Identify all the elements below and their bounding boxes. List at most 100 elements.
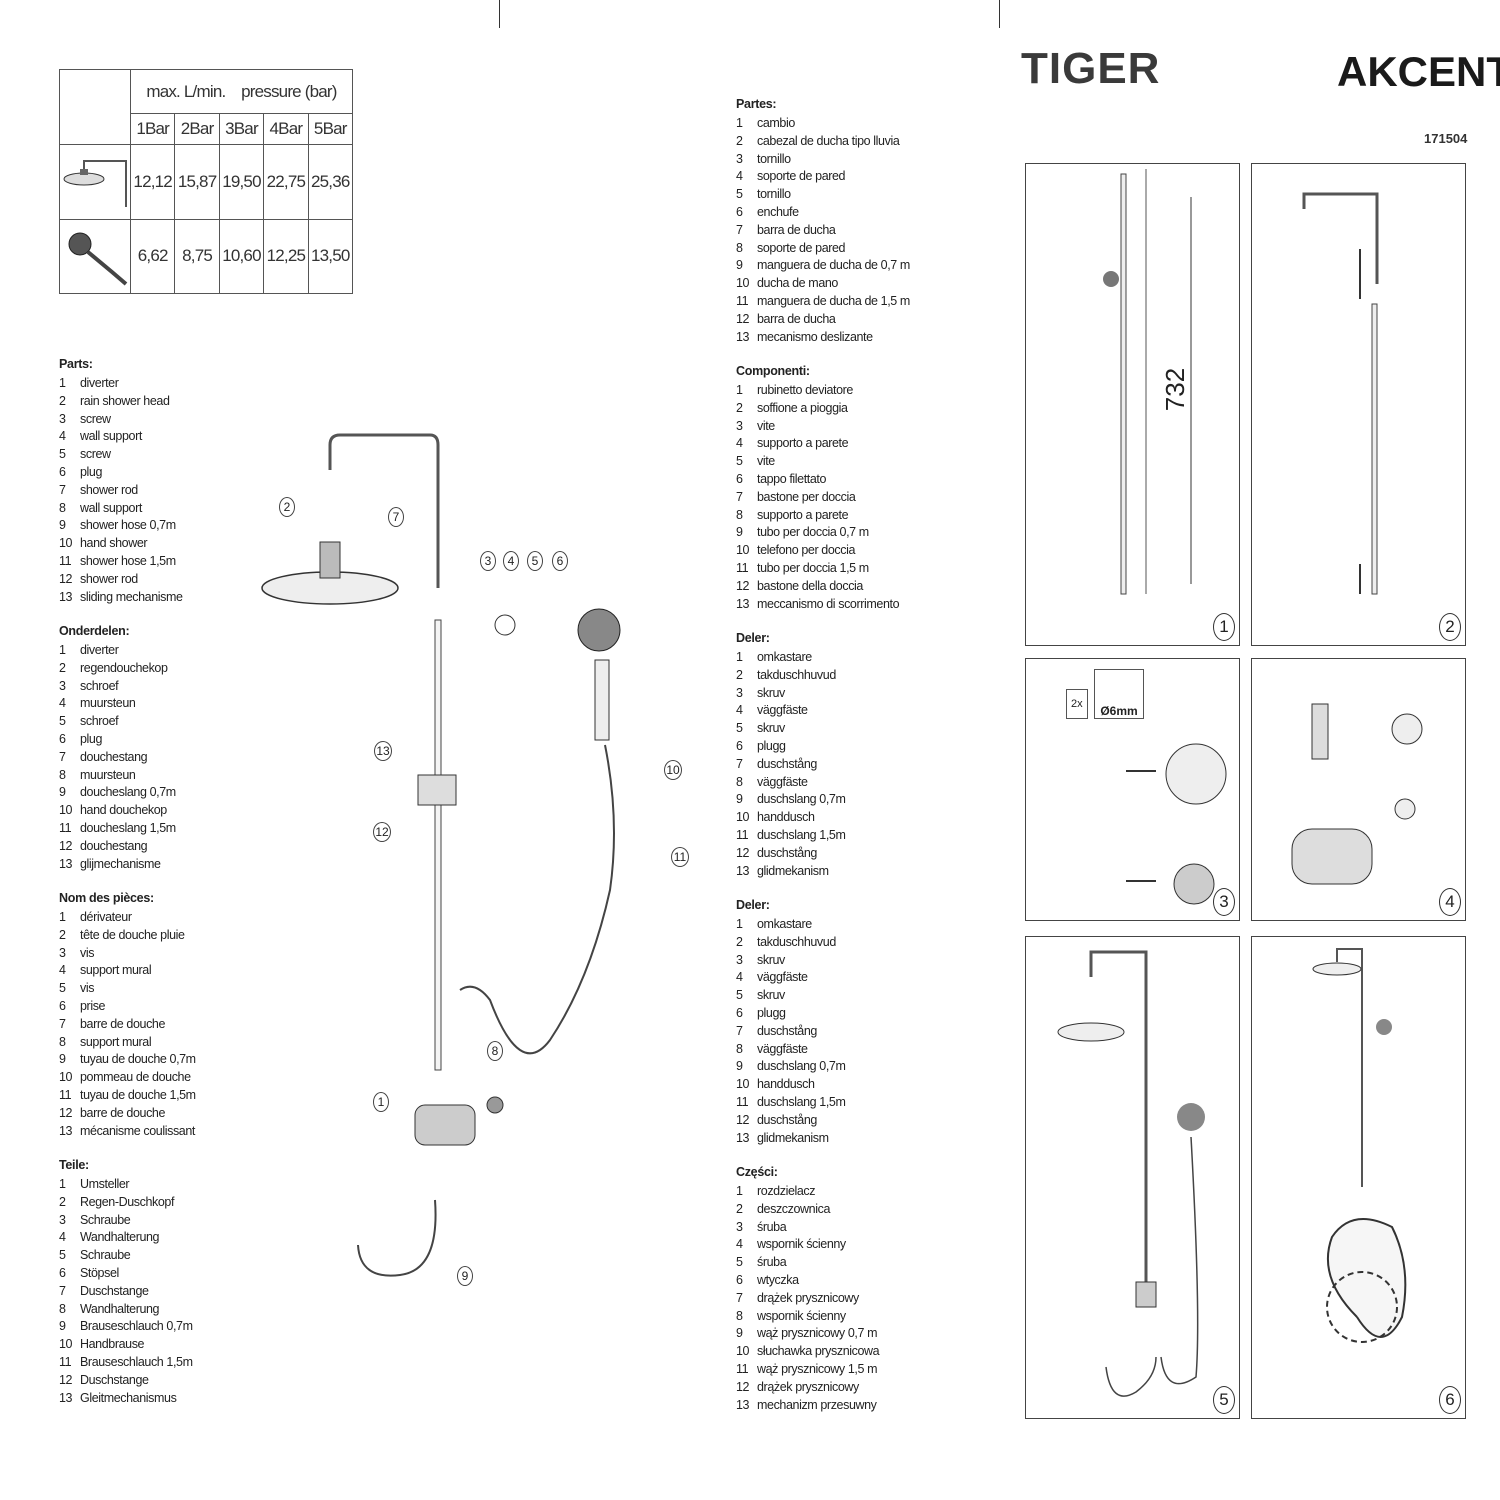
item-number: 4 (736, 703, 743, 718)
step-number-4: 4 (1439, 888, 1461, 916)
item-label: mechanizm przesuwny (757, 1397, 877, 1412)
item-label: ducha de mano (757, 276, 838, 291)
item-number: 13 (736, 1397, 750, 1412)
callout-13: 13 (374, 741, 392, 761)
item-label: handdusch (757, 810, 815, 825)
item-number: 11 (736, 1361, 749, 1376)
list-item: 8 supporto a parete (736, 508, 966, 526)
parts-list-title: Parts: (59, 357, 93, 371)
item-label: support mural (80, 963, 152, 978)
item-label: glijmechanisme (80, 856, 161, 871)
item-label: pommeau de douche (80, 1070, 191, 1085)
item-number: 3 (736, 151, 743, 166)
item-label: shower rod (80, 571, 138, 586)
item-number: 3 (736, 685, 743, 700)
list-item: 13 mechanizm przesuwny (736, 1398, 966, 1416)
column-header: 5Bar (307, 113, 354, 146)
item-number: 5 (736, 187, 743, 202)
item-number: 12 (736, 845, 750, 860)
item-number: 7 (59, 1016, 66, 1031)
item-number: 10 (736, 1077, 750, 1092)
item-number: 8 (736, 240, 743, 255)
item-number: 2 (59, 393, 66, 408)
item-label: duschslang 1,5m (757, 1094, 846, 1109)
item-label: glidmekanism (757, 863, 829, 878)
item-number: 10 (59, 536, 73, 551)
item-label: skruv (757, 988, 785, 1003)
item-number: 1 (736, 650, 743, 664)
item-label: tuyau de douche 0,7m (80, 1052, 196, 1067)
callout-4: 4 (503, 551, 519, 571)
hand-shower-icon (59, 218, 131, 295)
item-number: 8 (736, 507, 743, 522)
item-number: 7 (59, 749, 66, 764)
item-number: 13 (59, 856, 73, 871)
item-number: 6 (736, 204, 743, 219)
item-number: 11 (736, 827, 749, 842)
item-label: wtyczka (757, 1272, 799, 1287)
item-number: 7 (736, 1290, 743, 1305)
item-number: 9 (736, 258, 743, 273)
item-label: meccanismo di scorrimento (757, 596, 900, 611)
item-label: takduschhuvud (757, 934, 836, 949)
item-label: bastone per doccia (757, 489, 856, 504)
callout-2: 2 (279, 497, 295, 517)
table-row: 12,12 15,87 19,50 22,75 25,36 (59, 144, 354, 220)
item-number: 2 (59, 660, 66, 675)
item-label: Regen-Duschkopf (80, 1194, 175, 1209)
item-label: dérivateur (80, 910, 132, 924)
item-number: 2 (736, 934, 743, 949)
item-label: cambio (757, 116, 795, 130)
item-number: 11 (59, 1354, 72, 1369)
table-header: max. L/min. pressure (bar) (130, 68, 353, 115)
item-number: 3 (59, 1212, 66, 1227)
item-label: Duschstange (80, 1283, 149, 1298)
item-label: schroef (80, 714, 119, 729)
item-number: 8 (736, 774, 743, 789)
item-label: omkastare (757, 917, 812, 931)
table-cell: 19,50 (218, 144, 265, 220)
item-label: plug (80, 464, 103, 479)
item-number: 1 (736, 383, 743, 397)
item-number: 9 (59, 785, 66, 800)
item-label: supporto a parete (757, 507, 849, 522)
item-label: Handbrause (80, 1337, 145, 1352)
parts-list-title: Partes: (736, 97, 777, 111)
item-label: shower hose 1,5m (80, 553, 176, 568)
item-number: 5 (59, 1248, 66, 1263)
